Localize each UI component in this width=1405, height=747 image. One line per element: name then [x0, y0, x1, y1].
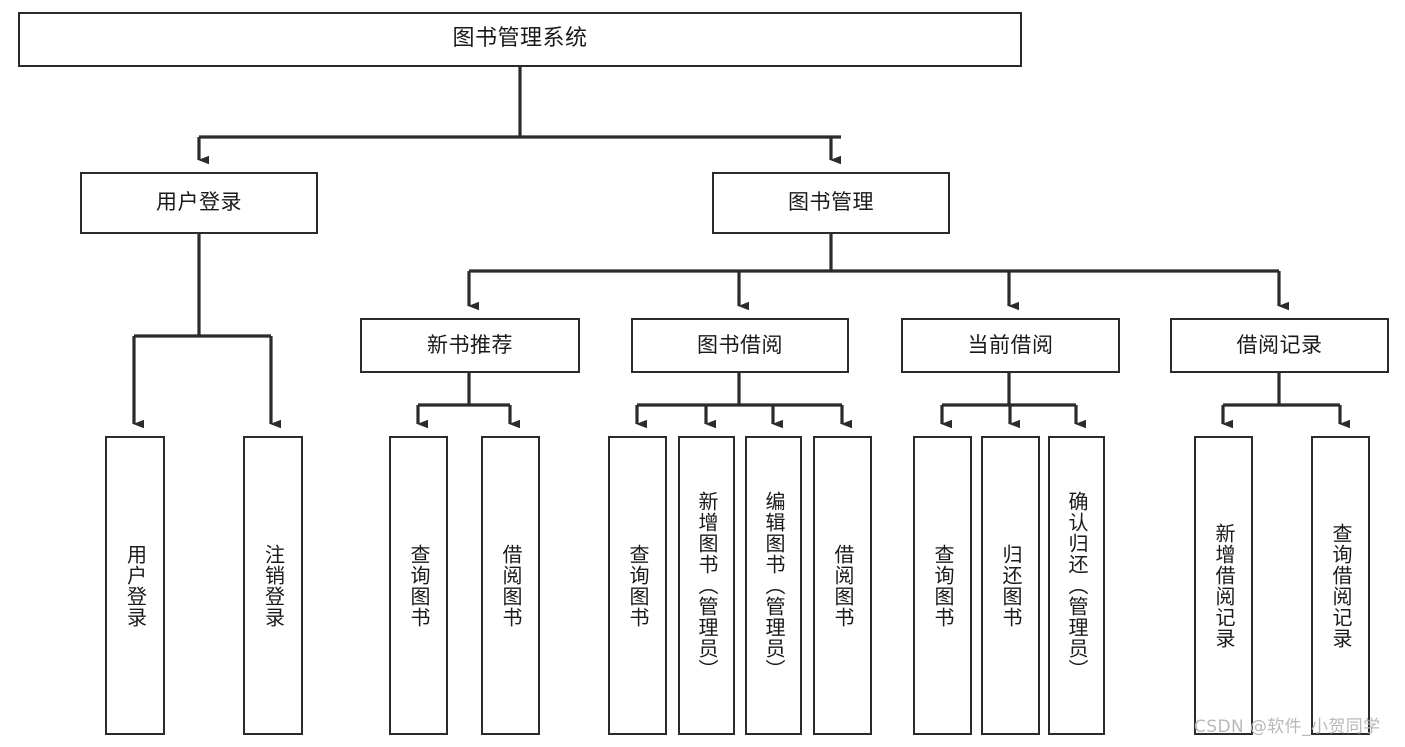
- node-leaf-query-book-borrow[interactable]: 查询图书: [608, 436, 667, 735]
- node-leaf-query-book-borrow-label: 查询图书: [626, 543, 650, 628]
- node-leaf-logout[interactable]: 注销登录: [243, 436, 303, 735]
- node-user-login[interactable]: 用户登录: [80, 172, 318, 234]
- node-book-borrow[interactable]: 图书借阅: [631, 318, 849, 373]
- node-leaf-borrow-book-label: 借阅图书: [831, 543, 855, 628]
- node-leaf-return-book[interactable]: 归还图书: [981, 436, 1040, 735]
- node-leaf-edit-book-admin-label: 编辑图书（管理员）: [762, 491, 786, 680]
- node-leaf-query-book-current[interactable]: 查询图书: [913, 436, 972, 735]
- node-leaf-return-book-label: 归还图书: [999, 543, 1023, 628]
- node-borrow-record-label: 借阅记录: [1236, 332, 1323, 357]
- node-leaf-user-login-label: 用户登录: [123, 543, 148, 628]
- node-leaf-user-login[interactable]: 用户登录: [105, 436, 165, 735]
- node-book-borrow-label: 图书借阅: [697, 332, 783, 357]
- node-leaf-add-book-admin-label: 新增图书（管理员）: [695, 491, 719, 680]
- node-book-management[interactable]: 图书管理: [712, 172, 950, 234]
- node-leaf-logout-label: 注销登录: [261, 543, 286, 628]
- node-root[interactable]: 图书管理系统: [18, 12, 1022, 67]
- node-leaf-add-borrow-record[interactable]: 新增借阅记录: [1194, 436, 1253, 735]
- node-user-login-label: 用户登录: [156, 190, 242, 215]
- node-leaf-add-borrow-record-label: 新增借阅记录: [1212, 522, 1236, 649]
- node-leaf-confirm-return-admin[interactable]: 确认归还（管理员）: [1048, 436, 1105, 735]
- node-new-book-recommend[interactable]: 新书推荐: [360, 318, 580, 373]
- node-leaf-query-book-current-label: 查询图书: [931, 543, 955, 628]
- node-leaf-borrow-book[interactable]: 借阅图书: [813, 436, 872, 735]
- node-leaf-borrow-book-newbook-label: 借阅图书: [499, 543, 523, 628]
- node-book-management-label: 图书管理: [788, 190, 874, 215]
- node-leaf-add-book-admin[interactable]: 新增图书（管理员）: [678, 436, 735, 735]
- node-leaf-borrow-book-newbook[interactable]: 借阅图书: [481, 436, 540, 735]
- node-borrow-record[interactable]: 借阅记录: [1170, 318, 1389, 373]
- node-leaf-query-borrow-record[interactable]: 查询借阅记录: [1311, 436, 1370, 735]
- node-leaf-query-book-newbook[interactable]: 查询图书: [389, 436, 448, 735]
- node-leaf-query-book-newbook-label: 查询图书: [407, 543, 431, 628]
- node-leaf-confirm-return-admin-label: 确认归还（管理员）: [1065, 491, 1089, 680]
- watermark: CSDN @软件_小贺同学: [1194, 717, 1381, 737]
- node-leaf-query-borrow-record-label: 查询借阅记录: [1329, 522, 1353, 649]
- node-current-borrow-label: 当前借阅: [967, 332, 1054, 357]
- node-leaf-edit-book-admin[interactable]: 编辑图书（管理员）: [745, 436, 802, 735]
- node-new-book-recommend-label: 新书推荐: [427, 332, 513, 357]
- node-current-borrow[interactable]: 当前借阅: [901, 318, 1120, 373]
- node-root-label: 图书管理系统: [452, 26, 588, 52]
